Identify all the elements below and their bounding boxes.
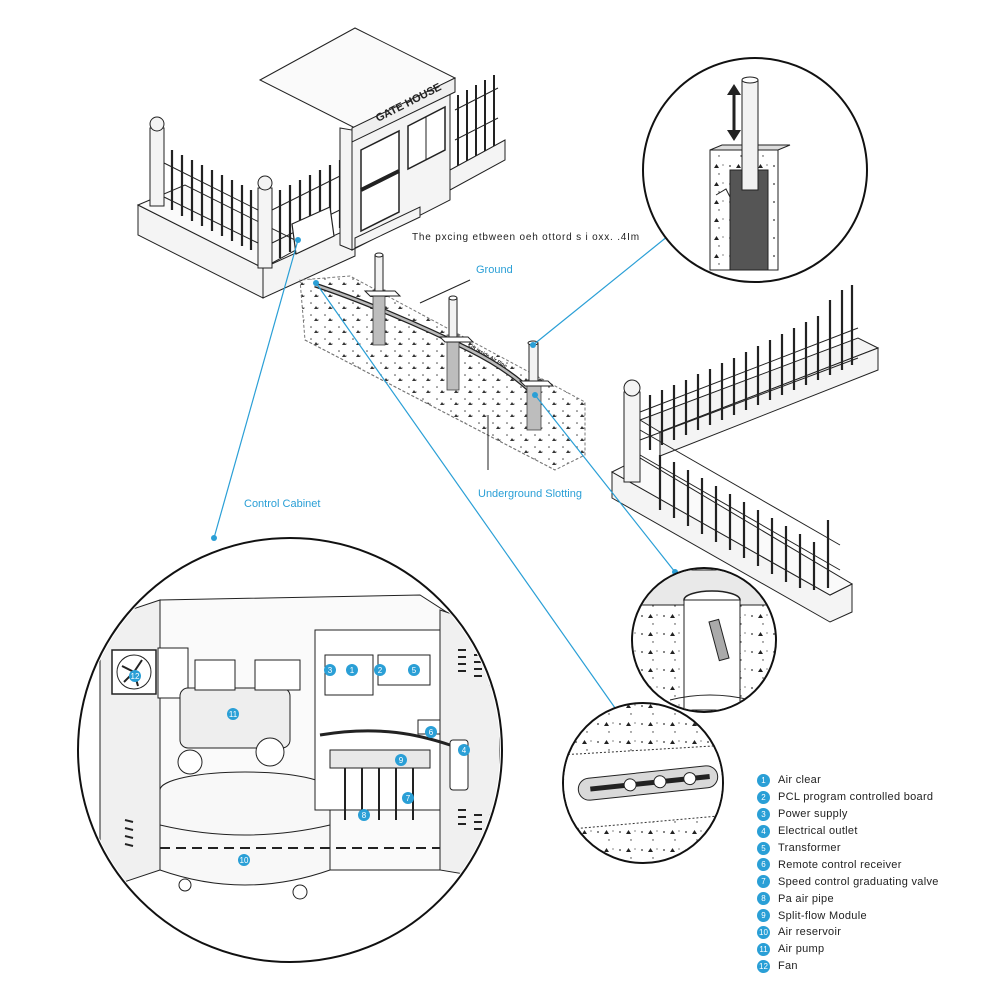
legend-item: 10 Air reservoir	[757, 924, 992, 941]
bollard-1	[363, 252, 402, 346]
legend-item: 8 Pa air pipe	[757, 890, 992, 907]
air-reservoir	[159, 771, 331, 900]
legend-number: 2	[757, 790, 770, 804]
legend-label: Power supply	[778, 808, 848, 821]
svg-text:7: 7	[406, 794, 411, 803]
legend-number: 3	[757, 807, 770, 821]
legend-label: Air pump	[778, 943, 825, 956]
legend-number: 10	[757, 925, 770, 939]
legend-item: 6 Remote control receiver	[757, 856, 992, 873]
legend-label: Remote control receiver	[778, 858, 902, 871]
legend-number: 6	[757, 858, 770, 872]
spacing-note: The pxcing etbween oeh ottord s i oxx. .…	[412, 232, 640, 243]
legend-item: 2 PCL program controlled board	[757, 789, 992, 806]
legend-item: 9 Split-flow Module	[757, 907, 992, 924]
callout-leaders	[211, 233, 678, 718]
legend-item: 7 Speed control graduating valve	[757, 873, 992, 890]
fan	[111, 647, 189, 699]
svg-text:6: 6	[429, 728, 434, 737]
svg-text:11: 11	[229, 710, 238, 719]
svg-text:1: 1	[350, 666, 355, 675]
svg-text:8: 8	[362, 811, 367, 820]
legend-number: 7	[757, 875, 770, 889]
legend-label: Pa air pipe	[778, 892, 834, 905]
label-ground: Ground	[476, 264, 513, 276]
legend-label: Transformer	[778, 842, 841, 854]
legend-item: 4 Electrical outlet	[757, 823, 992, 840]
detail-buried-sleeve	[631, 567, 777, 713]
svg-text:2: 2	[378, 666, 383, 675]
legend-item: 1 Air clear	[757, 772, 992, 789]
legend-label: Fan	[778, 960, 798, 973]
gate-house: GATE HOUSE	[136, 27, 506, 299]
legend-number: 5	[757, 841, 770, 855]
legend-label: Air clear	[778, 774, 822, 787]
legend-item: 3 Power supply	[757, 806, 992, 823]
legend-number: 11	[757, 942, 770, 956]
legend-item: 12 Fan	[757, 958, 992, 975]
right-fence	[610, 285, 880, 623]
label-control-cabinet: Control Cabinet	[244, 498, 320, 510]
legend-number: 9	[757, 909, 770, 923]
control-cabinet-box	[291, 206, 335, 255]
component-legend: 1 Air clear 2 PCL program controlled board…	[757, 772, 992, 975]
left-fence	[149, 116, 349, 269]
detail-pipe-trench	[562, 702, 724, 864]
svg-text:12: 12	[131, 672, 140, 681]
legend-item: 5 Transformer	[757, 840, 992, 857]
legend-label: Air reservoir	[778, 926, 842, 939]
legend-label: PCL program controlled board	[778, 791, 934, 804]
legend-label: Split-flow Module	[778, 909, 867, 922]
detail-bollard-lift	[642, 57, 868, 283]
legend-number: 12	[757, 959, 770, 973]
svg-text:5: 5	[412, 666, 417, 675]
legend-number: 1	[757, 773, 770, 787]
legend-label: Electrical outlet	[778, 825, 858, 838]
bollard-2	[438, 295, 475, 391]
legend-number: 8	[757, 892, 770, 906]
svg-text:10: 10	[240, 856, 249, 865]
legend-label: Speed control graduating valve	[778, 875, 939, 888]
svg-text:4: 4	[462, 746, 467, 755]
legend-item: 11 Air pump	[757, 941, 992, 958]
svg-text:9: 9	[399, 756, 404, 765]
svg-text:3: 3	[328, 666, 333, 675]
trench-and-bollards: Lift inside Air Pipe	[299, 252, 586, 471]
label-underground-slotting: Underground Slotting	[478, 488, 582, 500]
legend-number: 4	[757, 824, 770, 838]
cabinet-markers: 12 11 10 9 8 7 6 5 4 3 2 1	[129, 664, 470, 866]
detail-control-cabinet: 12 11 10 9 8 7 6 5 4 3 2 1	[77, 537, 503, 963]
